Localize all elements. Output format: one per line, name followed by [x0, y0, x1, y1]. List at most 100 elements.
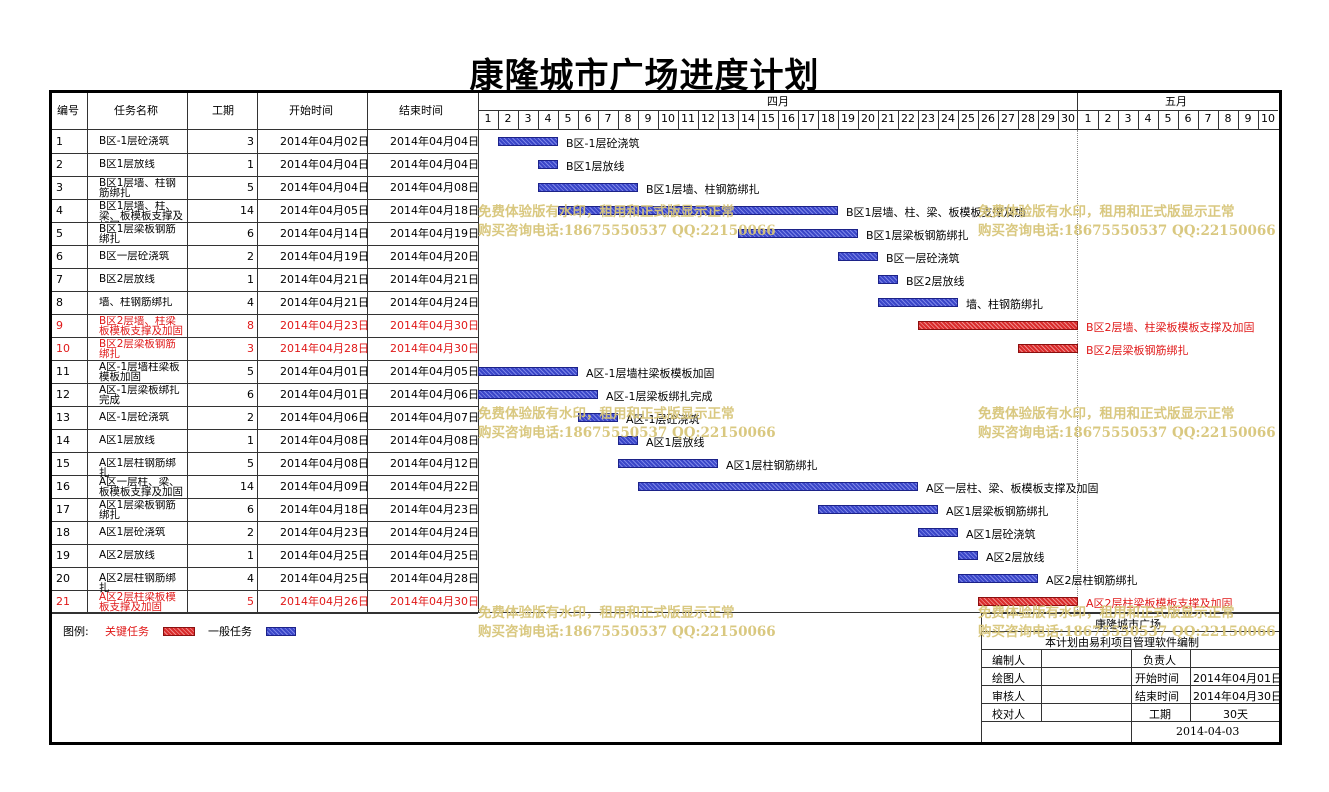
grid-line: [52, 498, 478, 499]
legend-normal-swatch: [266, 627, 296, 636]
day-tick-label: 6: [584, 112, 592, 125]
chart-title: 康隆城市广场进度计划: [469, 56, 820, 96]
grid-line: [1098, 110, 1099, 129]
legend-normal-label: 一般任务: [208, 626, 252, 638]
task-bar: [838, 252, 878, 261]
gantt-frame: [49, 90, 1282, 745]
task-duration: 1: [247, 274, 254, 286]
grid-line: [1018, 110, 1019, 129]
task-bar: [578, 413, 618, 422]
grid-line: [778, 110, 779, 129]
day-tick-label: 9: [644, 112, 652, 125]
signoff-project: 康隆城市广场: [1095, 618, 1161, 631]
grid-line: [478, 93, 479, 613]
grid-line: [52, 452, 478, 453]
grid-line: [1158, 110, 1159, 129]
day-tick-label: 2: [1104, 112, 1112, 125]
task-bar-label: A区1层柱钢筋绑扎: [726, 459, 818, 472]
task-bar-label: A区-1层砼浇筑: [626, 413, 700, 426]
grid-line: [367, 93, 368, 613]
task-start: 2014年04月23日: [280, 527, 369, 539]
grid-line: [518, 110, 519, 129]
task-end: 2014年04月30日: [390, 596, 479, 608]
task-bar-label: B区-1层砼浇筑: [566, 137, 640, 150]
task-id: 19: [56, 550, 70, 562]
header-start: 开始时间: [289, 105, 333, 117]
grid-line: [998, 110, 999, 129]
task-start: 2014年04月06日: [280, 412, 369, 424]
task-end: 2014年04月04日: [390, 136, 479, 148]
task-end: 2014年04月24日: [390, 297, 479, 309]
task-id: 8: [56, 297, 63, 309]
grid-line: [52, 406, 478, 407]
task-duration: 6: [247, 389, 254, 401]
task-bar: [638, 482, 918, 491]
task-bar-label: A区-1层墙柱梁板模板加固: [586, 367, 715, 380]
task-start: 2014年04月28日: [280, 343, 369, 355]
day-tick-label: 17: [801, 112, 815, 125]
task-start: 2014年04月25日: [280, 550, 369, 562]
watermark-line2: 购买咨询电话:18675550537 QQ:22150066: [978, 425, 1276, 441]
task-start: 2014年04月08日: [280, 458, 369, 470]
day-tick-label: 21: [881, 112, 895, 125]
grid-line: [818, 110, 819, 129]
day-tick-label: 28: [1021, 112, 1035, 125]
grid-line: [838, 110, 839, 129]
task-start: 2014年04月21日: [280, 297, 369, 309]
watermark-line2: 购买咨询电话:18675550537 QQ:22150066: [478, 223, 776, 239]
day-tick-label: 13: [721, 112, 735, 125]
day-tick-label: 23: [921, 112, 935, 125]
task-bar: [918, 528, 958, 537]
signoff-note: 本计划由易利项目管理软件编制: [1045, 636, 1199, 649]
task-name: B区2层墙、柱梁板模板支撑及加固: [99, 316, 183, 337]
grid-line: [52, 176, 478, 177]
task-bar: [498, 137, 558, 146]
grid-line: [52, 337, 478, 338]
header-end: 结束时间: [399, 105, 443, 117]
task-name: B区1层放线: [99, 159, 155, 170]
grid-line: [52, 245, 478, 246]
day-tick-label: 29: [1041, 112, 1055, 125]
day-tick-label: 6: [1184, 112, 1192, 125]
signoff-start-label: 开始时间: [1135, 672, 1179, 685]
task-bar-label: A区2层柱钢筋绑扎: [1046, 574, 1138, 587]
task-start: 2014年04月18日: [280, 504, 369, 516]
grid-line: [1077, 93, 1078, 130]
grid-line: [798, 110, 799, 129]
day-tick-label: 1: [1084, 112, 1092, 125]
task-id: 21: [56, 596, 70, 608]
task-id: 6: [56, 251, 63, 263]
day-tick-label: 24: [941, 112, 955, 125]
day-tick-label: 15: [761, 112, 775, 125]
day-tick-label: 7: [1204, 112, 1212, 125]
task-name: A区1层梁板钢筋绑扎: [99, 500, 176, 521]
task-id: 5: [56, 228, 63, 240]
month-april: 四月: [767, 96, 789, 108]
watermark-line2: 购买咨询电话:18675550537 QQ:22150066: [978, 223, 1276, 239]
grid-line: [52, 129, 1279, 130]
grid-line: [1218, 110, 1219, 129]
grid-line: [1058, 110, 1059, 129]
task-bar: [878, 275, 898, 284]
task-start: 2014年04月23日: [280, 320, 369, 332]
task-end: 2014年04月30日: [390, 320, 479, 332]
grid-line: [598, 110, 599, 129]
signoff-duration-value: 30天: [1223, 708, 1248, 721]
grid-line: [658, 110, 659, 129]
task-id: 18: [56, 527, 70, 539]
grid-line: [52, 314, 478, 315]
task-id: 3: [56, 182, 63, 194]
task-duration: 14: [240, 481, 254, 493]
task-id: 14: [56, 435, 70, 447]
watermark-line2: 购买咨询电话:18675550537 QQ:22150066: [478, 624, 776, 640]
grid-line: [52, 521, 478, 522]
task-start: 2014年04月09日: [280, 481, 369, 493]
signoff-reviewer: 审核人: [992, 690, 1025, 703]
task-start: 2014年04月21日: [280, 274, 369, 286]
task-id: 7: [56, 274, 63, 286]
header-id: 编号: [57, 105, 79, 117]
legend-label: 图例:: [63, 626, 89, 638]
grid-line: [52, 222, 478, 223]
day-tick-label: 3: [524, 112, 532, 125]
task-duration: 6: [247, 228, 254, 240]
